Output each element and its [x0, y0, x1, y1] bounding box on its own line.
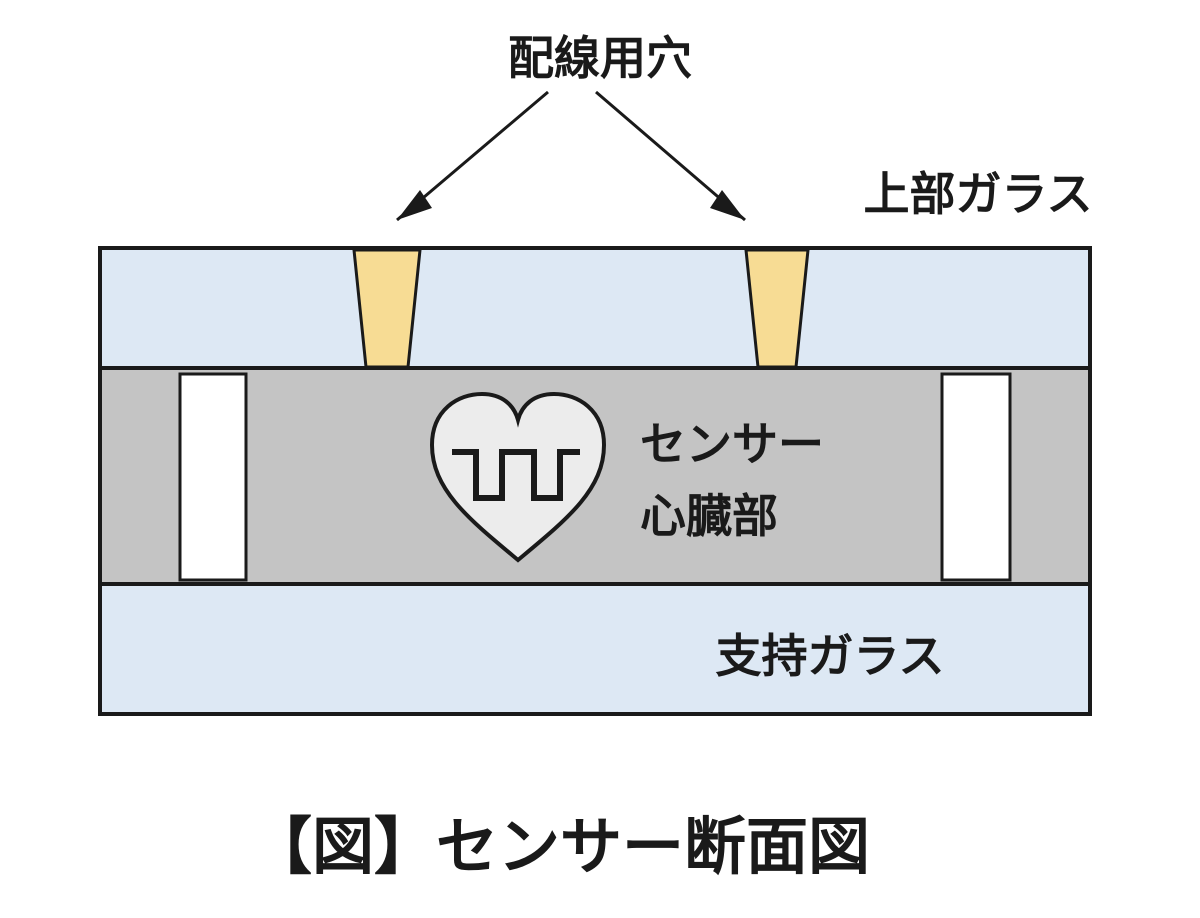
- sensor-core-label-line2: 心臓部: [640, 489, 778, 543]
- wiring-holes-label: 配線用穴: [508, 31, 692, 85]
- wiring-hole-left: [352, 248, 422, 369]
- cavity-right: [940, 372, 1012, 582]
- top-glass-layer: [98, 246, 1092, 370]
- arrow-head-right: [710, 190, 745, 220]
- figure-caption: 【図】センサー断面図: [250, 810, 870, 883]
- support-glass-layer: [98, 582, 1092, 716]
- sensor-core-label-line1: センサー: [640, 417, 824, 471]
- square-wave-icon: [452, 449, 580, 501]
- arrow-head-left: [397, 190, 432, 220]
- top-glass-label: 上部ガラス: [863, 167, 1092, 221]
- wiring-hole-right: [744, 248, 810, 369]
- support-glass-label: 支持ガラス: [715, 629, 944, 683]
- heart-icon: [429, 391, 607, 563]
- cavity-left: [178, 372, 248, 582]
